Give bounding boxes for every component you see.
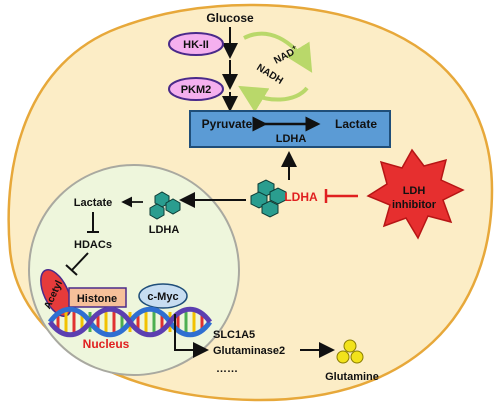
ldh-inhibitor-line1: LDH <box>403 185 426 197</box>
ldha-red-label: LDHA <box>284 190 318 204</box>
histone-label: Histone <box>77 293 117 305</box>
glutamine-label: Glutamine <box>325 371 379 383</box>
hk2-label: HK-II <box>183 39 209 51</box>
ldha-nucleus-label: LDHA <box>149 224 180 236</box>
nucleus <box>28 164 240 376</box>
hk2-enzyme <box>168 32 224 56</box>
nad-cycle-arrow <box>243 31 313 73</box>
cmyc-to-targets-arrow <box>174 314 209 358</box>
dna-helix-icon <box>47 306 213 338</box>
lactate-top-label: Lactate <box>335 117 377 131</box>
ldha-nucleus-hexagons-icon <box>149 191 181 220</box>
hdacs-label: HDACs <box>74 239 112 251</box>
cmyc-protein <box>138 283 188 309</box>
ldha-hexagons-icon <box>250 179 287 218</box>
pyruvate-label: Pyruvate <box>202 117 253 131</box>
ellipsis-label: …… <box>216 363 238 375</box>
glutaminase2-label: Glutaminase2 <box>213 345 285 357</box>
lactate-nucleus-label: Lactate <box>74 197 113 209</box>
ldh-inhibitor-line2: inhibitor <box>392 199 437 211</box>
glutamine-molecules-icon <box>336 339 364 364</box>
ldha-box-label: LDHA <box>276 133 307 145</box>
hdacs-inhibits-acetyl <box>71 252 89 271</box>
slc1a5-label: SLC1A5 <box>213 329 255 341</box>
nucleus-label: Nucleus <box>83 337 130 351</box>
glucose-label: Glucose <box>206 11 254 25</box>
nadh-cycle-arrow <box>238 85 309 113</box>
ldh-inhibitor-starburst <box>366 148 465 240</box>
histone-box <box>68 287 127 308</box>
hdacs-inhibits-acetyl-bar <box>65 264 78 276</box>
pkm2-enzyme <box>168 77 224 101</box>
pkm2-label: PKM2 <box>181 84 212 96</box>
cmyc-label: c-Myc <box>147 291 178 303</box>
